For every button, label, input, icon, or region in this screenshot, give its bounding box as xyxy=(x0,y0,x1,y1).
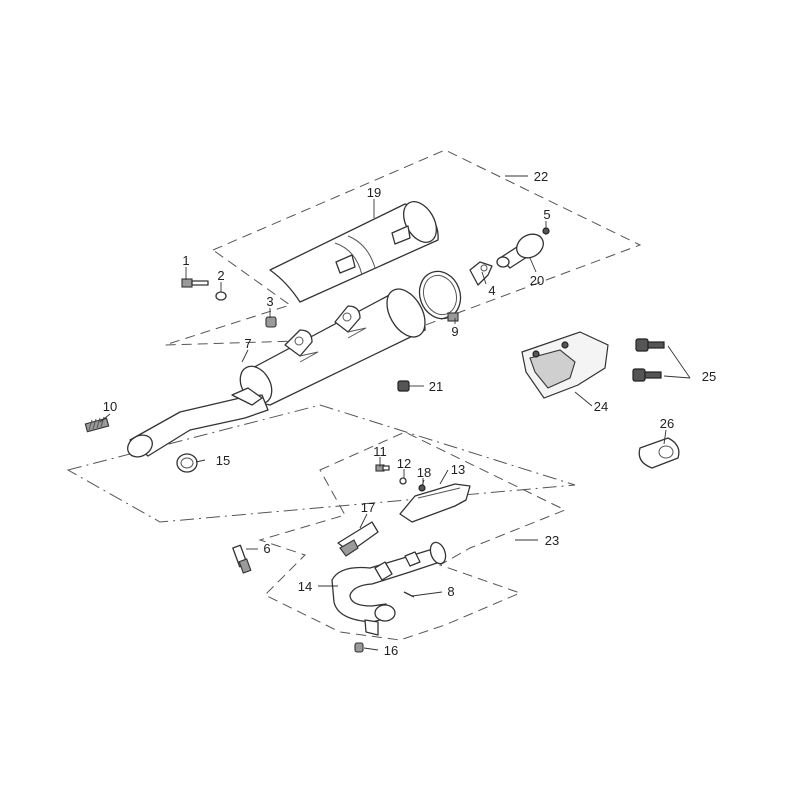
callout-9: 9 xyxy=(451,324,458,339)
heat-shield-19 xyxy=(269,201,439,303)
callout-21: 21 xyxy=(429,379,443,394)
group-23-outline xyxy=(258,431,567,641)
callout-3: 3 xyxy=(266,294,273,309)
muffler-7 xyxy=(239,288,426,406)
callout-2: 2 xyxy=(217,268,224,283)
gasket-15 xyxy=(176,453,198,473)
header-pipe-14 xyxy=(331,541,447,636)
callout-12: 12 xyxy=(397,456,411,471)
group-main-outline xyxy=(66,404,576,523)
nut-16 xyxy=(354,642,364,653)
callout-26: 26 xyxy=(660,416,674,431)
callout-13: 13 xyxy=(451,462,465,477)
nut-21 xyxy=(397,380,410,392)
callout-6: 6 xyxy=(263,541,270,556)
callout-16: 16 xyxy=(384,643,398,658)
bolts-25 xyxy=(632,338,665,382)
callout-25: 25 xyxy=(702,369,716,384)
end-cap-20 xyxy=(496,233,544,269)
callout-24: 24 xyxy=(594,399,608,414)
sensor-6 xyxy=(232,544,252,574)
bolt-11 xyxy=(375,464,390,472)
callout-4: 4 xyxy=(488,283,495,298)
nut-3 xyxy=(265,316,277,328)
callout-23: 23 xyxy=(545,533,559,548)
clamp-9 xyxy=(418,270,462,322)
leader-lines xyxy=(99,175,691,651)
callout-11: 11 xyxy=(373,444,387,459)
clip-26 xyxy=(638,437,680,469)
callout-8: 8 xyxy=(447,584,454,599)
callout-15: 15 xyxy=(216,453,230,468)
heat-guard-24 xyxy=(521,331,609,399)
washer-12 xyxy=(399,477,407,485)
group-22-outline xyxy=(164,149,642,356)
shield-17 xyxy=(337,521,379,557)
pipe-shield-13 xyxy=(399,483,471,523)
callout-18: 18 xyxy=(417,465,431,480)
bracket-4 xyxy=(469,261,493,286)
callout-10: 10 xyxy=(103,399,117,414)
callout-5: 5 xyxy=(543,207,550,222)
callout-19: 19 xyxy=(367,185,381,200)
callout-22: 22 xyxy=(534,169,548,184)
washer-2 xyxy=(215,291,227,301)
callout-1: 1 xyxy=(182,253,189,268)
callout-17: 17 xyxy=(361,500,375,515)
spring-10 xyxy=(84,416,110,433)
callout-20: 20 xyxy=(530,273,544,288)
callout-14: 14 xyxy=(298,579,312,594)
callout-7: 7 xyxy=(244,336,251,351)
bolt-1 xyxy=(181,278,209,288)
tail-pipe xyxy=(127,387,269,458)
